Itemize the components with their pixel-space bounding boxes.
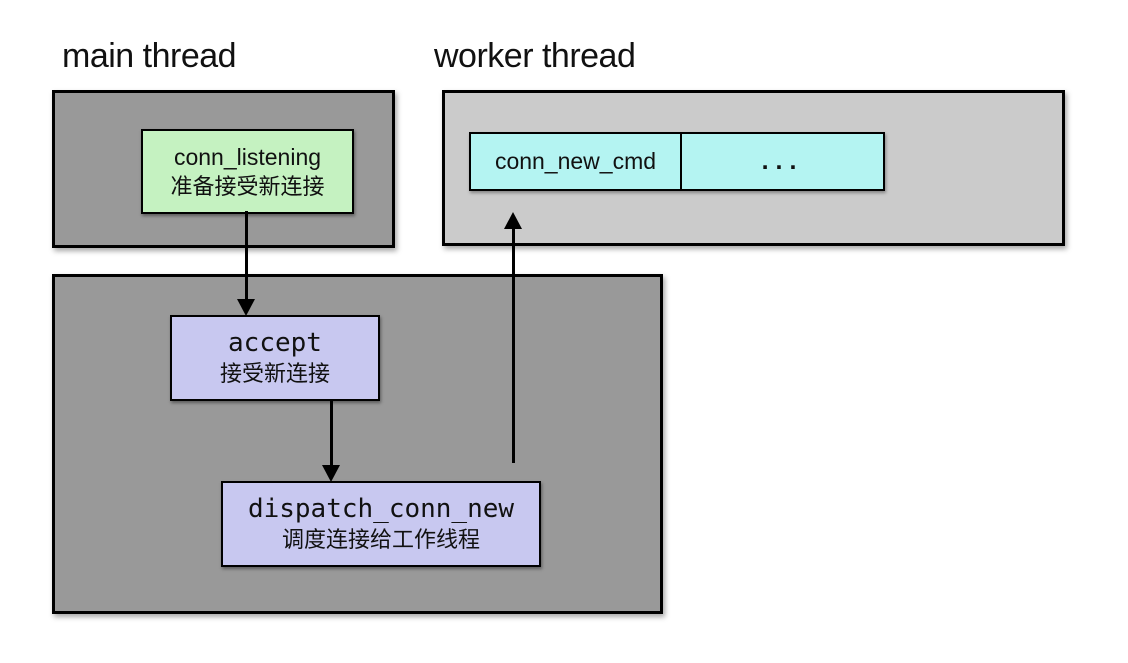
worker-thread-box: conn_new_cmd ... bbox=[442, 90, 1065, 246]
conn-listening-label: conn_listening bbox=[173, 143, 322, 170]
arrow-line bbox=[244, 211, 248, 299]
accept-node: accept 接受新连接 bbox=[170, 315, 380, 401]
accept-label: accept bbox=[228, 328, 322, 358]
main-thread-box: conn_listening 准备接受新连接 bbox=[52, 90, 395, 248]
queue-cell-ellipsis: ... bbox=[761, 147, 804, 175]
worker-thread-title: worker thread bbox=[434, 37, 636, 75]
main-thread-flow-box: accept 接受新连接 dispatch_conn_new 调度连接给工作线程 bbox=[52, 274, 663, 614]
arrow-head-up-icon bbox=[504, 212, 522, 229]
accept-sublabel: 接受新连接 bbox=[219, 361, 330, 386]
command-queue: conn_new_cmd ... bbox=[469, 132, 885, 191]
arrow-line bbox=[329, 399, 333, 465]
queue-cell-conn-new-cmd: conn_new_cmd bbox=[471, 134, 682, 189]
arrow-head-down-icon bbox=[322, 465, 340, 482]
arrow-dispatch-to-worker-queue bbox=[504, 212, 522, 463]
dispatch-conn-new-label: dispatch_conn_new bbox=[247, 494, 515, 524]
conn-listening-sublabel: 准备接受新连接 bbox=[170, 173, 325, 199]
arrow-head-down-icon bbox=[237, 299, 255, 316]
arrow-accept-to-dispatch bbox=[322, 399, 340, 482]
dispatch-conn-new-node: dispatch_conn_new 调度连接给工作线程 bbox=[221, 481, 541, 567]
main-thread-title: main thread bbox=[62, 37, 237, 75]
dispatch-conn-new-sublabel: 调度连接给工作线程 bbox=[281, 527, 480, 552]
arrow-conn-listening-to-accept bbox=[237, 211, 255, 316]
arrow-line bbox=[511, 229, 515, 463]
conn-listening-node: conn_listening 准备接受新连接 bbox=[141, 129, 354, 214]
